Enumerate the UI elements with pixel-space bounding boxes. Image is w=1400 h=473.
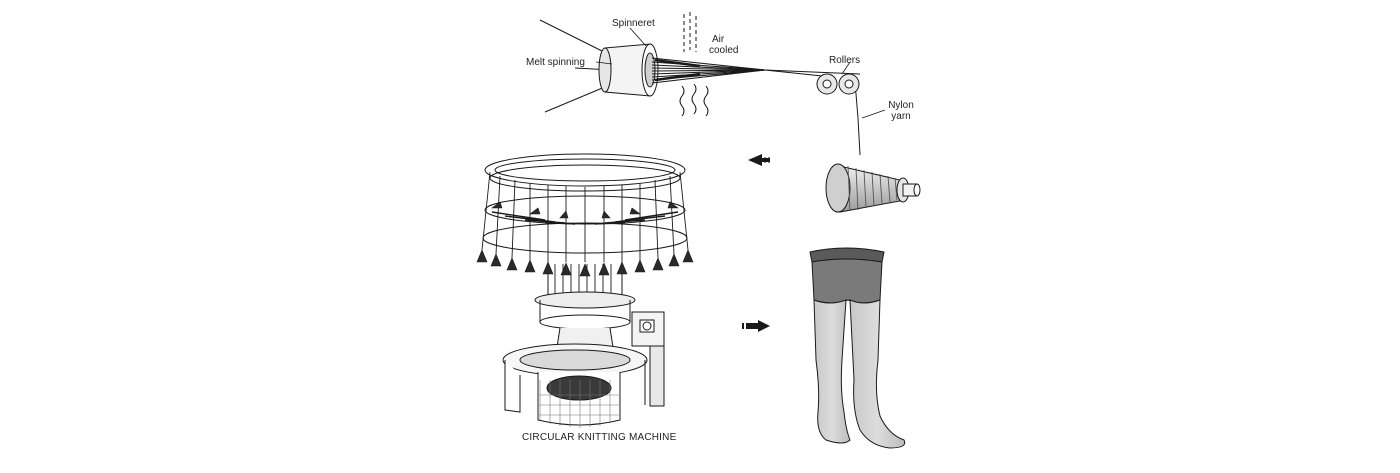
label-air-cooled-line1: Air [712, 34, 725, 45]
knitting-machine-caption: CIRCULAR KNITTING MACHINE [522, 432, 677, 443]
knitting-machine [481, 153, 689, 428]
label-melt-spinning: Melt spinning [526, 57, 585, 68]
knitting-cones [476, 201, 694, 277]
pantyhose [809, 247, 906, 449]
yarn-cone [825, 163, 921, 213]
label-air-cooled-line2: cooled [709, 45, 739, 56]
flow-arrow-left [748, 154, 770, 166]
label-nylon-yarn-line1: Nylon [888, 100, 914, 111]
air-cooling-lines [683, 12, 697, 52]
label-spinneret: Spinneret [612, 18, 655, 29]
heat-wave-lines [679, 83, 709, 117]
label-nylon-yarn-line2: yarn [891, 111, 911, 122]
flow-arrow-right [742, 320, 770, 332]
yarn-path [764, 69, 861, 156]
filaments [651, 57, 766, 84]
label-rollers: Rollers [829, 55, 861, 66]
leader-lines [595, 27, 886, 119]
rollers [816, 73, 860, 95]
